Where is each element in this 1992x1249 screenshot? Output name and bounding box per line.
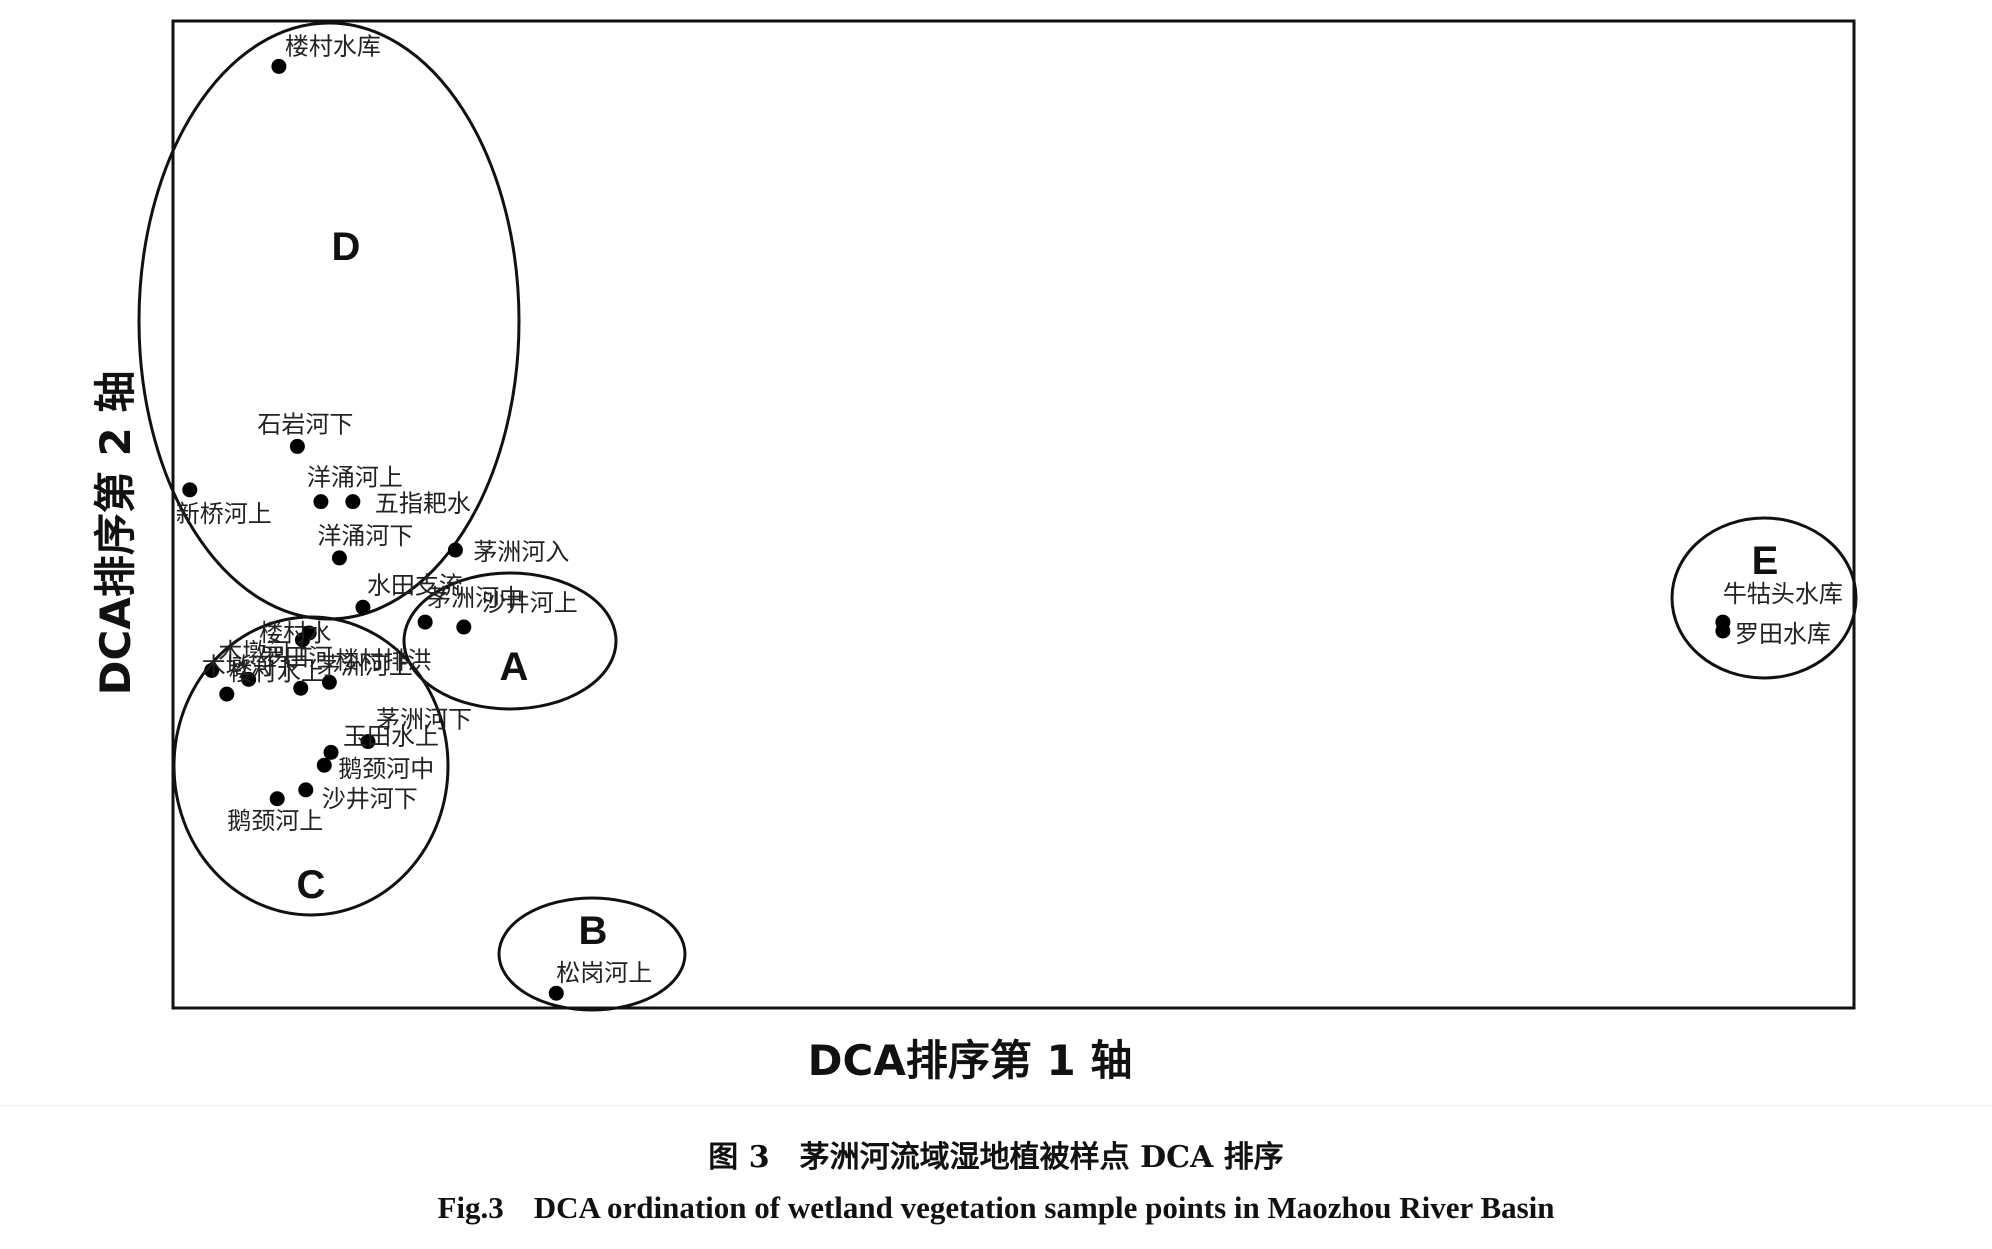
point-label: 沙井河下 xyxy=(322,785,418,813)
axis-labels: A B C D E DCA排序第 1 轴 DCA排序第 2 轴 xyxy=(91,225,1778,1085)
group-ellipses xyxy=(137,21,1858,1012)
sample-point xyxy=(323,744,339,760)
caption-cn-text: 茅洲河流域湿地植被样点 DCA 排序 xyxy=(799,1140,1284,1175)
point-label: 木墩河下 xyxy=(202,652,298,680)
point-label: 茅洲河下 xyxy=(376,706,472,734)
group-label-d: D xyxy=(332,225,361,269)
sample-point xyxy=(313,494,329,510)
point-label: 楼村水 xyxy=(259,619,331,647)
sample-point xyxy=(548,985,564,1001)
sample-point xyxy=(301,625,317,641)
sample-point xyxy=(355,599,371,615)
sample-point xyxy=(360,734,376,750)
group-ellipse-e xyxy=(1670,516,1858,680)
point-label: 洋涌河上 xyxy=(307,464,403,492)
sample-point xyxy=(321,674,337,690)
point-label: 牛牯头水库 xyxy=(1723,580,1843,608)
x-axis-title: DCA排序第 1 轴 xyxy=(808,1036,1133,1085)
point-label: 松岗河上 xyxy=(556,959,652,987)
sample-point xyxy=(241,671,257,687)
sample-point xyxy=(331,550,347,566)
sample-point xyxy=(289,438,305,454)
sample-point xyxy=(316,757,332,773)
sample-point xyxy=(182,482,198,498)
point-label: 新桥河上 xyxy=(176,500,272,528)
group-ellipse-b xyxy=(497,896,687,1012)
point-label: 罗田水库 xyxy=(1735,620,1831,648)
point-label: 沙井河上 xyxy=(482,589,578,617)
sample-point xyxy=(298,782,314,798)
sample-point xyxy=(219,686,235,702)
point-label: 木墩河上 xyxy=(218,638,314,666)
sample-point xyxy=(269,791,285,807)
sample-point xyxy=(271,58,287,74)
group-label-e: E xyxy=(1752,539,1779,583)
point-label: 水田支流 xyxy=(367,571,463,599)
plot-frame xyxy=(171,19,1856,1010)
point-label: 楼村水库 xyxy=(285,32,381,60)
sample-point xyxy=(447,542,463,558)
group-ellipse-d xyxy=(137,21,521,621)
caption-cn-label: 图 3 xyxy=(708,1140,770,1175)
point-label: 茅洲河入 xyxy=(473,538,569,566)
point-label: 石岩河下 xyxy=(257,410,353,438)
caption-en-text: DCA ordination of wetland vegetation sam… xyxy=(533,1190,1555,1225)
point-label: 茅洲河上 xyxy=(317,652,413,680)
point-label: 罗田河 xyxy=(261,643,333,671)
sample-point xyxy=(293,680,309,696)
group-label-c: C xyxy=(297,863,326,907)
point-label: 楼村水上 xyxy=(229,658,325,686)
point-label: 鹅颈河上 xyxy=(227,807,323,835)
figure-area: 楼村水库石岩河下新桥河上 洋涌河上五指耙水洋涌河下茅洲河入水田支流茅洲河中沙井河上… xyxy=(91,19,1858,1085)
sample-point xyxy=(1715,623,1731,639)
point-label: 玉田水上 xyxy=(343,722,439,750)
point-label: 茅洲河中 xyxy=(427,584,523,612)
sample-points xyxy=(182,58,1731,1001)
sample-point xyxy=(204,662,220,678)
sample-point xyxy=(456,619,472,635)
group-label-b: B xyxy=(579,909,608,953)
point-label: 洋涌河下 xyxy=(317,522,413,550)
sample-point xyxy=(345,494,361,510)
y-axis-title: DCA排序第 2 轴 xyxy=(91,371,140,696)
caption-chinese: 图 3 茅洲河流域湿地植被样点 DCA 排序 xyxy=(0,1132,1992,1176)
sample-point xyxy=(417,614,433,630)
group-label-a: A xyxy=(500,645,529,689)
group-ellipse-a xyxy=(402,571,618,711)
point-label: 五指耙水 xyxy=(375,490,471,518)
plot-frame-layer xyxy=(171,19,1856,1010)
caption-english: Fig.3 DCA ordination of wetland vegetatio… xyxy=(0,1190,1992,1226)
caption-en-label: Fig.3 xyxy=(437,1190,504,1225)
point-label: 鹅颈河中 xyxy=(338,755,434,783)
point-label: 楼村排洪 xyxy=(335,646,431,674)
figure-separator xyxy=(0,1105,1992,1106)
